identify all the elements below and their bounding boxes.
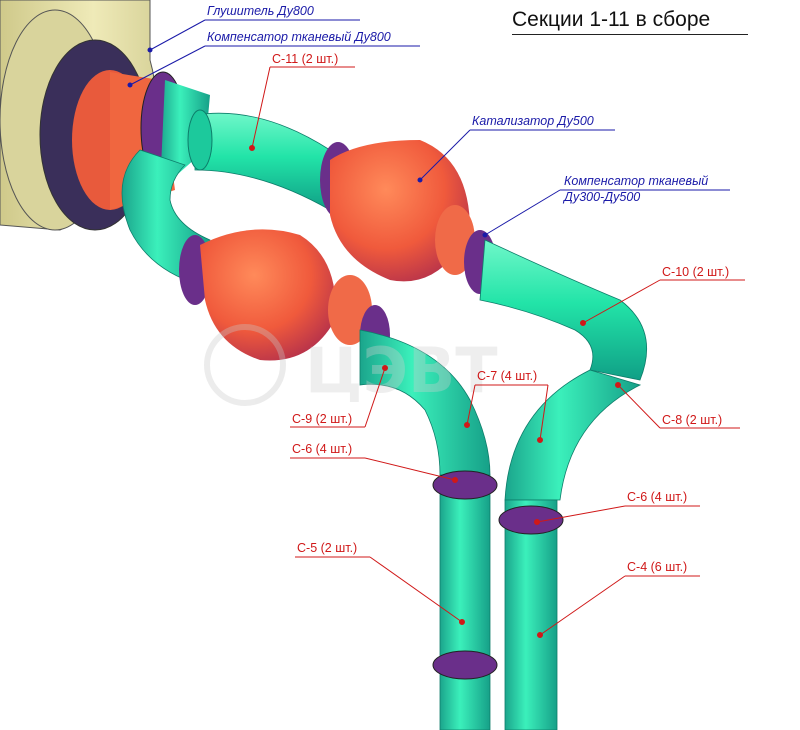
watermark-text: ЦЭВТ <box>305 334 498 407</box>
branch-right <box>479 239 647 730</box>
label-c4: С-4 (6 шт.) <box>627 560 688 574</box>
label-c6-left: С-6 (4 шт.) <box>292 442 353 456</box>
label-c11: С-11 (2 шт.) <box>272 52 339 66</box>
label-compensator-du300-line1: Компенсатор тканевый <box>564 174 709 188</box>
label-c8: С-8 (2 шт.) <box>662 413 723 427</box>
title-underline <box>512 34 748 35</box>
label-c9: С-9 (2 шт.) <box>292 412 353 426</box>
leaders-blue <box>127 19 730 238</box>
label-c7: С-7 (4 шт.) <box>477 369 538 383</box>
label-compensator-du300-line2: Ду300-Ду500 <box>564 190 641 204</box>
leaders-red <box>249 66 745 638</box>
watermark-logo: ЦЭВТ <box>204 324 498 407</box>
label-c10: С-10 (2 шт.) <box>662 265 730 279</box>
label-compensator-du800: Компенсатор тканевый Ду800 <box>207 30 391 44</box>
label-muffler: Глушитель Ду800 <box>207 4 314 18</box>
label-c5: С-5 (2 шт.) <box>297 541 358 555</box>
branch-left <box>359 329 498 730</box>
label-c6-right: С-6 (4 шт.) <box>627 490 688 504</box>
label-catalyst: Катализатор Ду500 <box>472 114 594 128</box>
header-pipe-s11 <box>121 80 331 286</box>
diagram-title: Секции 1-11 в сборе <box>512 8 711 31</box>
catalyst-upper <box>320 140 496 294</box>
